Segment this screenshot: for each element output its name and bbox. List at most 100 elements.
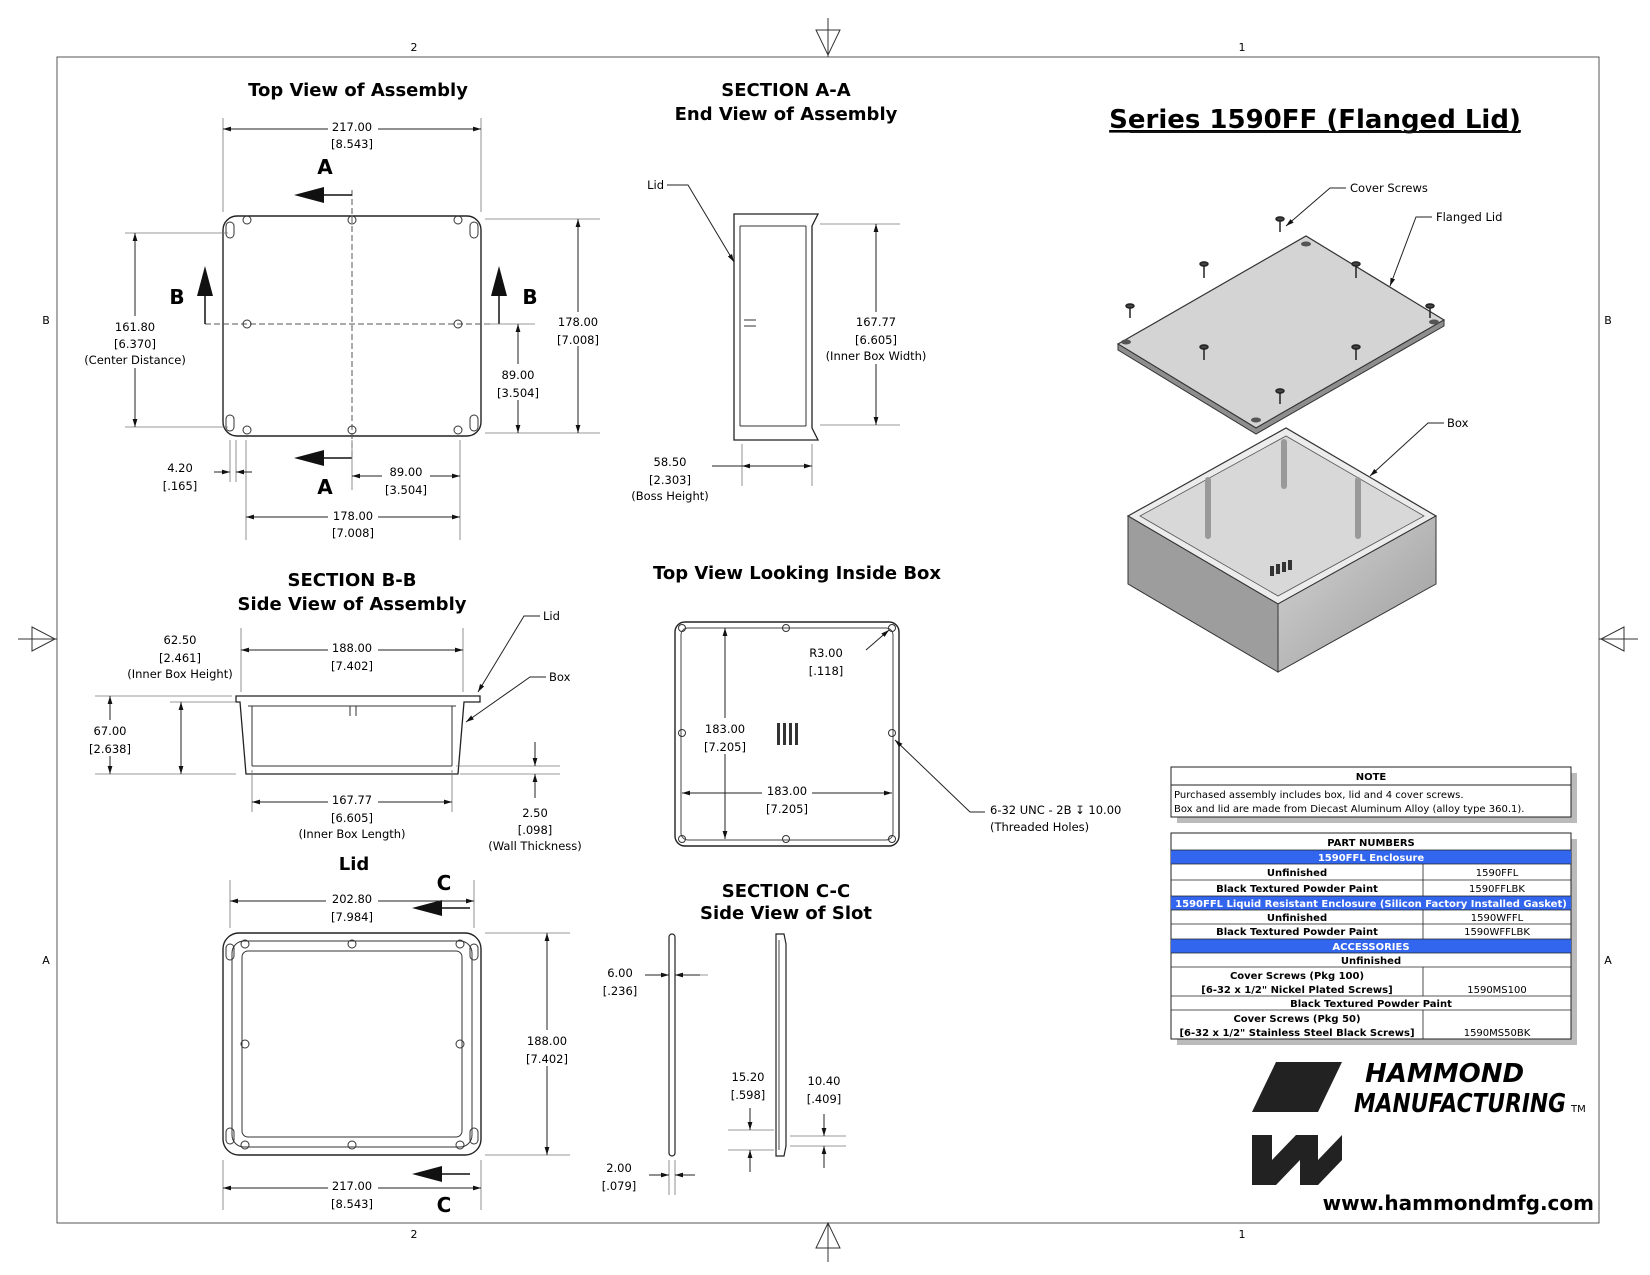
section-aa-title1: SECTION A-A <box>721 80 850 101</box>
parts-band-accessories: ACCESSORIES <box>1332 942 1409 953</box>
parts-r2-pn: 1590FFLBK <box>1469 884 1525 895</box>
band-accessories <box>1171 939 1571 953</box>
dim-hole-width: 178.00 <box>333 509 373 523</box>
parts-r4-pn: 1590WFFLBK <box>1464 927 1530 938</box>
section-bb-view: SECTION B-B Side View of Assembly <box>95 570 560 812</box>
zone-top-1: 1 <box>1239 41 1246 54</box>
section-aa-view: SECTION A-A End View of Assembly <box>667 80 900 486</box>
dim-offset: 4.20 <box>167 461 193 475</box>
band-liquid <box>1171 896 1571 910</box>
parts-r6-line1: Cover Screws (Pkg 50) <box>1233 1014 1360 1025</box>
parts-r1-pn: 1590FFL <box>1476 868 1519 879</box>
dim-cc-b-in: [.598] <box>731 1088 766 1102</box>
dim-cc-a-in: [.236] <box>603 984 638 998</box>
band-enclosure <box>1171 850 1571 864</box>
dim-top-w-in: [7.402] <box>331 659 373 673</box>
dim-radius-in: [.118] <box>809 664 844 678</box>
dim-bb-height: 67.00 <box>94 724 127 738</box>
dim-lid-inner-w: 202.80 <box>332 892 372 906</box>
parts-band-enclosure: 1590FFL Enclosure <box>1318 853 1425 864</box>
dim-boss-note: (Boss Height) <box>631 489 709 503</box>
dim-boss: 58.50 <box>654 455 687 469</box>
note-header: NOTE <box>1356 772 1387 783</box>
zone-left-b: B <box>42 314 50 327</box>
thread-callout: 6-32 UNC - 2B ↧ 10.00 <box>990 803 1121 817</box>
dim-inner-l: 167.77 <box>332 793 372 807</box>
section-a-top: A <box>317 155 333 179</box>
dim-inner-l-note: (Inner Box Length) <box>298 827 405 841</box>
dim-radius: R3.00 <box>809 646 843 660</box>
lid-title: Lid <box>339 854 370 875</box>
website-url: www.hammondmfg.com <box>1323 1191 1594 1215</box>
dim-lid-w: 217.00 <box>332 1179 372 1193</box>
dim-cc-d-in: [.079] <box>602 1179 637 1193</box>
parts-sub2: Black Textured Powder Paint <box>1290 999 1452 1010</box>
dim-boss-in: [2.303] <box>649 473 691 487</box>
inside-box-title: Top View Looking Inside Box <box>653 563 941 584</box>
dim-half-w: 89.00 <box>390 465 423 479</box>
section-cc-title2: Side View of Slot <box>700 903 872 924</box>
section-bb-title2: Side View of Assembly <box>238 594 467 615</box>
logo-line2: MANUFACTURING <box>1354 1089 1566 1119</box>
dim-center-in: [6.370] <box>114 337 156 351</box>
dim-offset-in: [.165] <box>163 479 198 493</box>
iso-box-label: Box <box>1447 416 1469 430</box>
sheet-title: Series 1590FF (Flanged Lid) <box>1109 105 1521 135</box>
dim-center-note: (Center Distance) <box>84 353 186 367</box>
section-cc-view: SECTION C-C Side View of Slot <box>645 881 872 1195</box>
thread-note: (Threaded Holes) <box>990 820 1089 834</box>
dim-half-h-in: [3.504] <box>497 386 539 400</box>
logo-line1: HAMMOND <box>1365 1059 1524 1089</box>
section-b-right: B <box>522 285 537 309</box>
dim-cc-a: 6.00 <box>607 966 633 980</box>
dim-cc-d: 2.00 <box>606 1161 632 1175</box>
dim-height: 178.00 <box>558 315 598 329</box>
note-line1: Purchased assembly includes box, lid and… <box>1174 790 1464 801</box>
zone-left-a: A <box>42 954 50 967</box>
dim-inner-h-note: (Inner Box Height) <box>127 667 232 681</box>
parts-band-liquid: 1590FFL Liquid Resistant Enclosure (Sili… <box>1175 899 1567 910</box>
part-numbers-table <box>1170 832 1577 1045</box>
section-b-left: B <box>169 285 184 309</box>
isometric-view <box>1116 187 1446 673</box>
dim-wall-note: (Wall Thickness) <box>488 839 582 853</box>
dim-inner-l-in: [6.605] <box>331 811 373 825</box>
iso-flanged-lid-label: Flanged Lid <box>1436 210 1502 224</box>
parts-header: PART NUMBERS <box>1327 838 1415 849</box>
zone-bottom-2: 2 <box>411 1228 418 1241</box>
inside-box-view: Top View Looking Inside Box <box>653 563 985 847</box>
dim-cc-c: 10.40 <box>808 1074 841 1088</box>
dim-lid-h-in: [7.402] <box>526 1052 568 1066</box>
dim-cc-b: 15.20 <box>732 1070 765 1084</box>
parts-r5-line2: [6-32 x 1/2" Nickel Plated Screws] <box>1201 985 1392 996</box>
dim-hole-width-in: [7.008] <box>332 526 374 540</box>
parts-sub1: Unfinished <box>1341 956 1401 967</box>
dim-inner-h-in: [2.461] <box>159 651 201 665</box>
dim-center: 161.80 <box>115 320 155 334</box>
dim-lid-w-in: [8.543] <box>331 1197 373 1211</box>
logo-tm: TM <box>1570 1104 1586 1115</box>
parts-r6-line2: [6-32 x 1/2" Stainless Steel Black Screw… <box>1179 1028 1414 1039</box>
dim-wall: 2.50 <box>522 806 548 820</box>
iso-cover-screws-label: Cover Screws <box>1350 181 1428 195</box>
dim-bb-height-in: [2.638] <box>89 742 131 756</box>
dim-inner-w-note: (Inner Box Width) <box>826 349 927 363</box>
hammond-logo-icon <box>1252 1062 1342 1185</box>
dim-wall-in: [.098] <box>518 823 553 837</box>
lid-view: Lid <box>222 854 570 1210</box>
dim-inner-w-in: [6.605] <box>855 333 897 347</box>
dim-cc-c-in: [.409] <box>807 1092 842 1106</box>
parts-r6-pn: 1590MS50BK <box>1464 1028 1531 1039</box>
parts-r5-pn: 1590MS100 <box>1467 985 1527 996</box>
parts-r2-label: Black Textured Powder Paint <box>1216 884 1378 895</box>
parts-r3-pn: 1590WFFL <box>1471 913 1524 924</box>
dim-inside-w: 183.00 <box>767 784 807 798</box>
zone-right-b: B <box>1604 314 1612 327</box>
dim-lid-h: 188.00 <box>527 1034 567 1048</box>
parts-r3-label: Unfinished <box>1267 913 1327 924</box>
note-table <box>1170 766 1577 823</box>
section-bb-title1: SECTION B-B <box>288 570 417 591</box>
section-c-bottom: C <box>437 1193 452 1217</box>
dim-inside-h: 183.00 <box>705 722 745 736</box>
